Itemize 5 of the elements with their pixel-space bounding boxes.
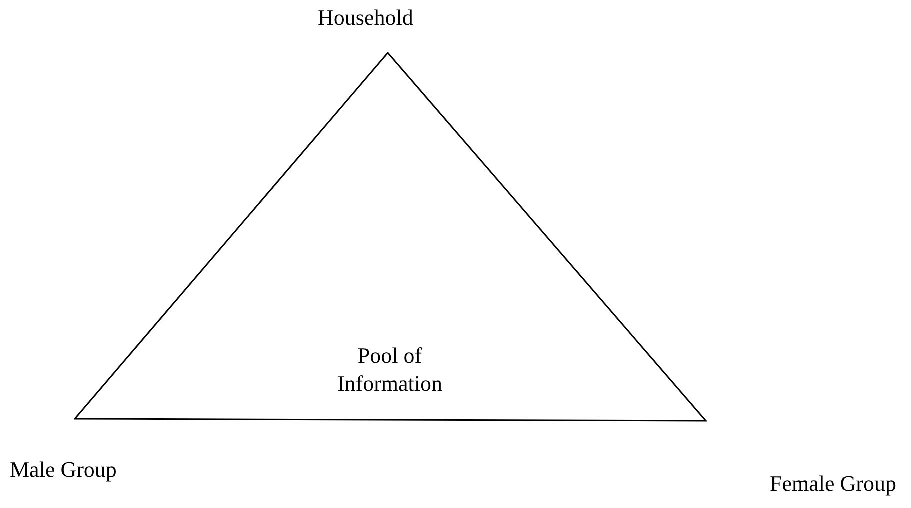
triangle xyxy=(74,52,708,422)
vertex-label: Male Group xyxy=(10,456,117,484)
triangle-text: Pool of Information xyxy=(336,342,444,398)
vertex-label: Female Group xyxy=(770,470,896,498)
vertex-label: Household xyxy=(318,4,414,32)
